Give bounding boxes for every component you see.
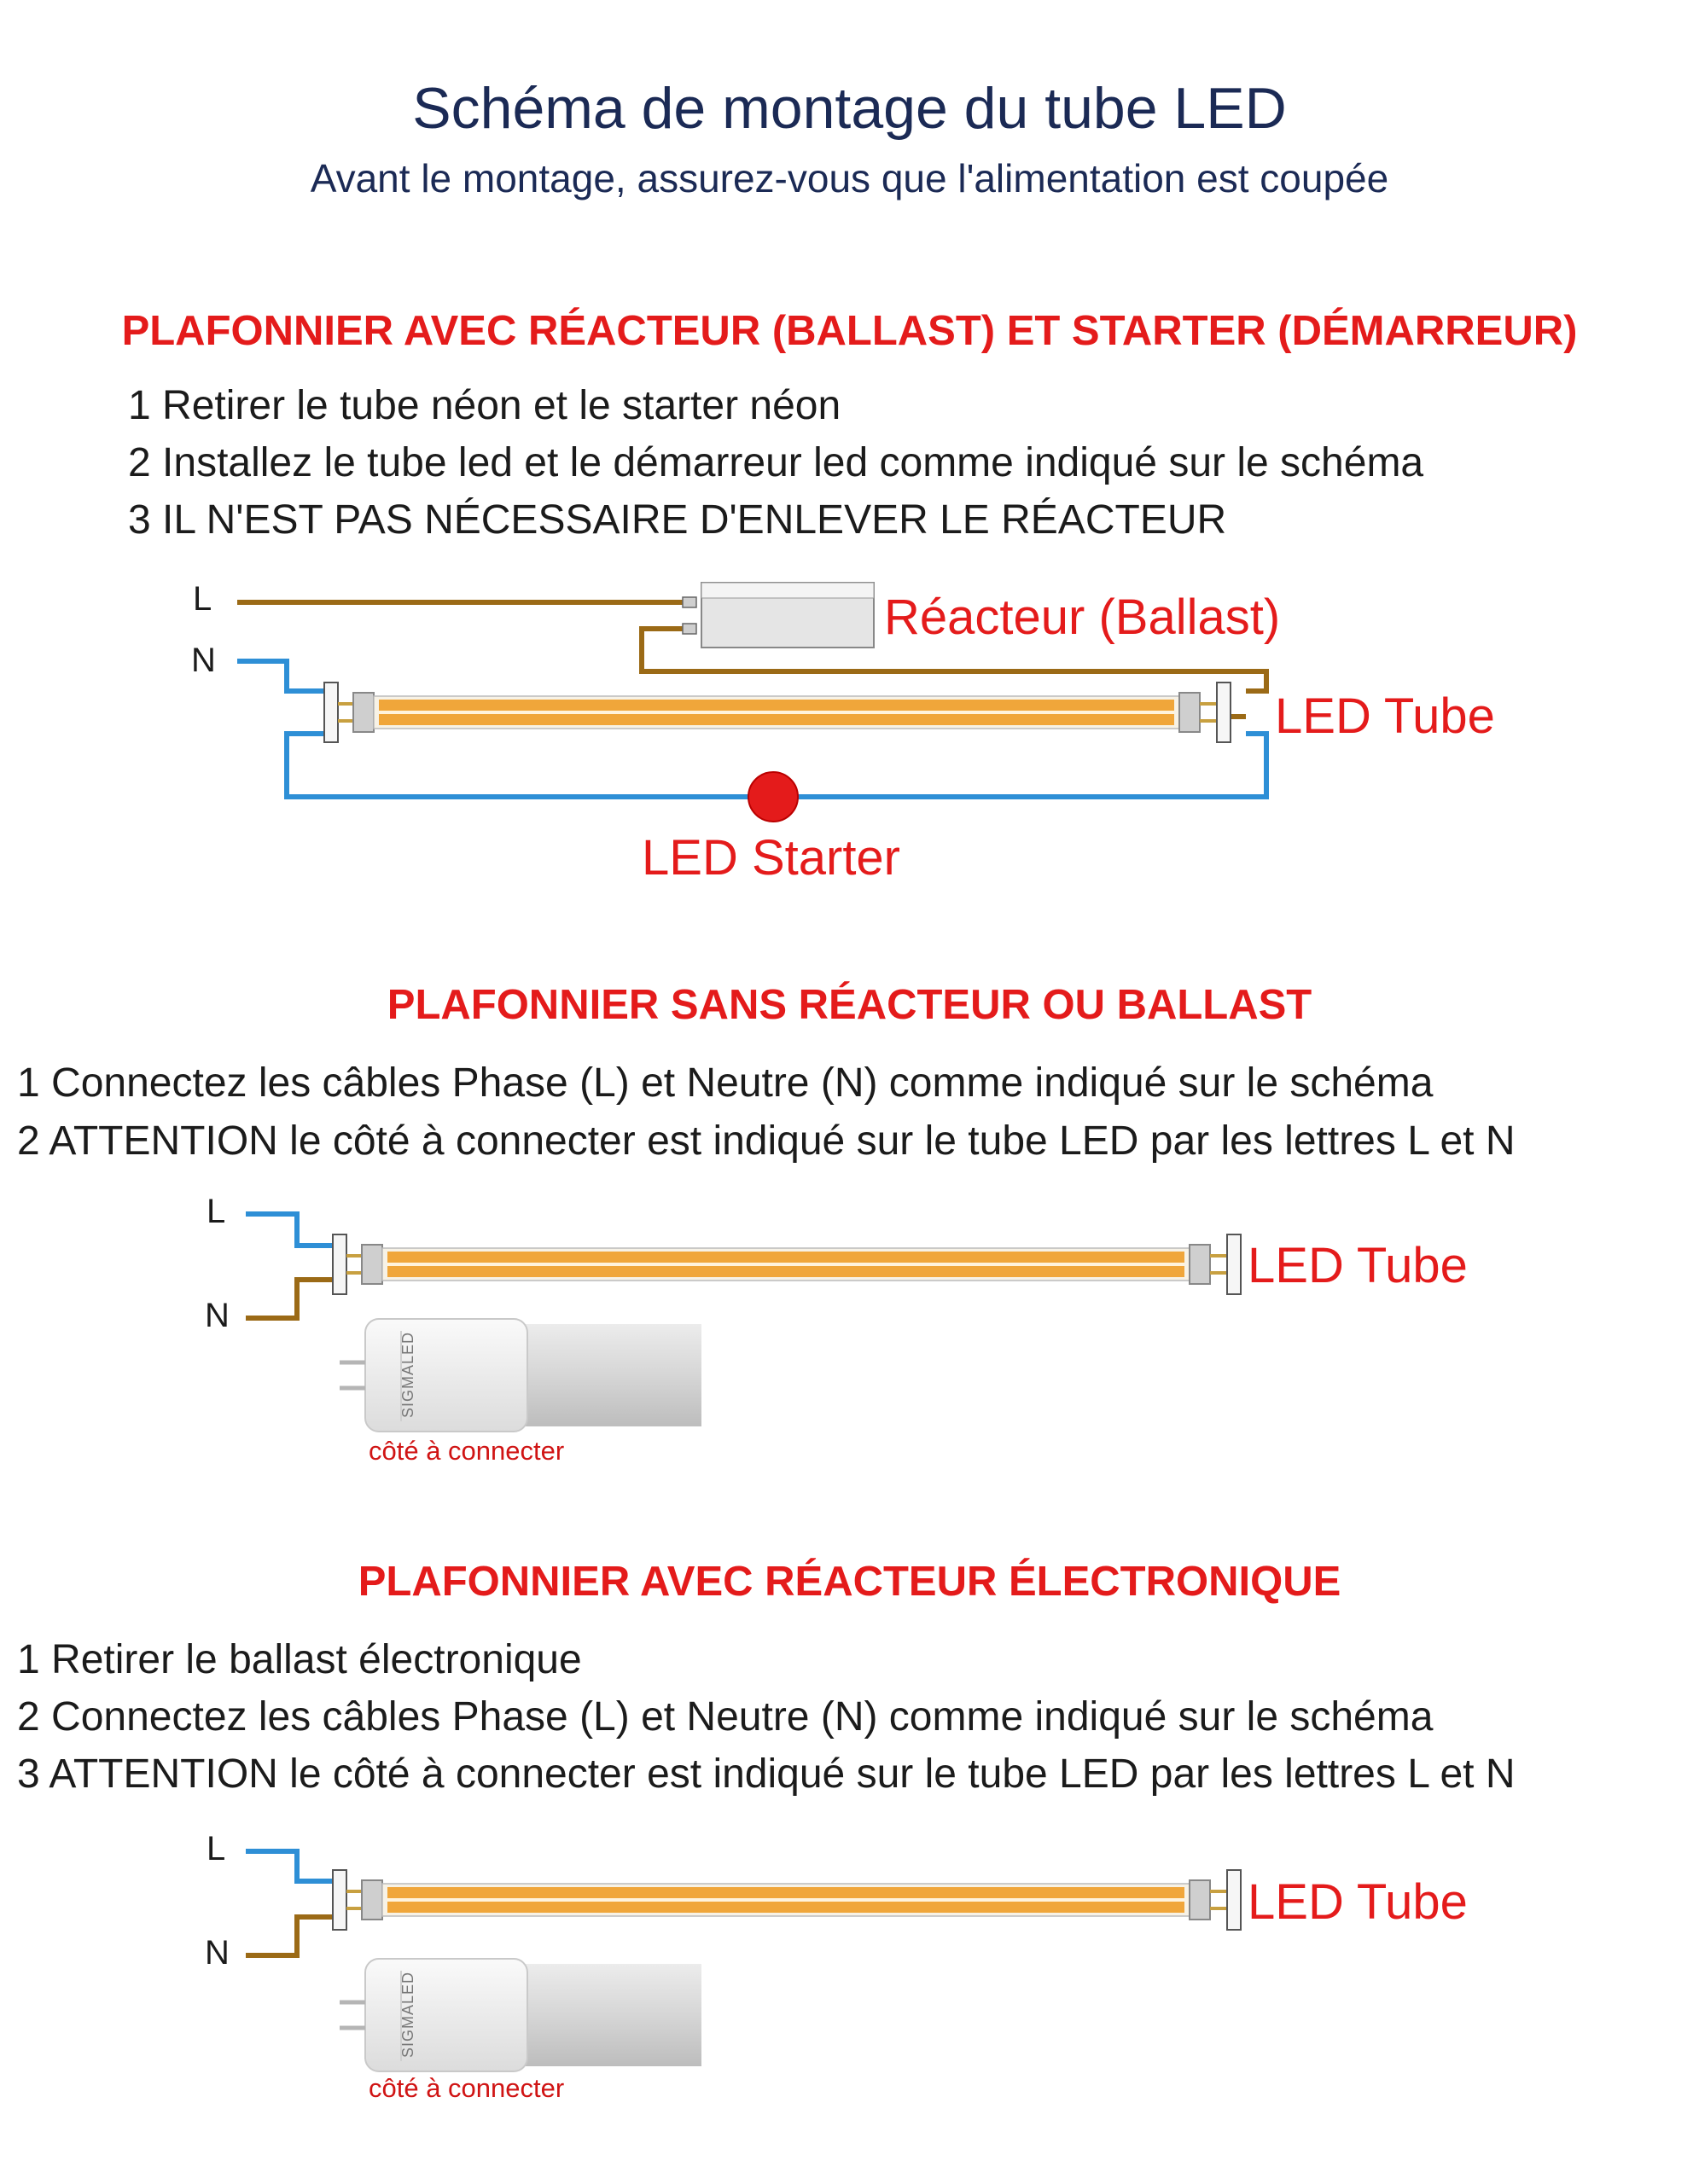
page-title: Schéma de montage du tube LED [412,76,1287,141]
tube-label: LED Tube [1275,688,1495,744]
phase-wire [246,1211,333,1248]
step-2: 2 Connectez les câbles Phase (L) et Neut… [17,1694,1434,1740]
ballast-output-wire [639,626,1269,694]
side-to-connect-label: côté à connecter [369,2073,565,2103]
neutral-wire [246,1277,333,1321]
ballast-box [682,582,875,648]
step-1: 1 Retirer le ballast électronique [17,1637,582,1682]
led-tube [332,1869,1242,1931]
tube-label: LED Tube [1248,1238,1468,1293]
tube-end-photo [340,1958,701,2072]
neutral-wire [246,1914,333,1958]
led-tube [332,1234,1242,1295]
step-1: 1 Connectez les câbles Phase (L) et Neut… [17,1060,1434,1106]
label-n: N [205,1297,230,1334]
step-3: 3 IL N'EST PAS NÉCESSAIRE D'ENLEVER LE R… [128,497,1227,543]
section-heading: PLAFONNIER AVEC RÉACTEUR ÉLECTRONIQUE [358,1559,1341,1605]
neutral-wire [237,659,324,694]
label-l: L [207,1193,226,1230]
label-l: L [207,1830,226,1867]
step-2: 2 ATTENTION le côté à connecter est indi… [17,1118,1516,1164]
tube-end-photo [340,1318,701,1432]
label-l: L [193,580,212,618]
product-brand-text: SIGMALED [399,1971,416,2058]
side-to-connect-label: côté à connecter [369,1436,565,1466]
step-3: 3 ATTENTION le côté à connecter est indi… [17,1751,1516,1797]
section-heading: PLAFONNIER AVEC RÉACTEUR (BALLAST) ET ST… [121,308,1578,354]
led-tube [323,682,1231,743]
tube-label: LED Tube [1248,1874,1468,1930]
section-heading: PLAFONNIER SANS RÉACTEUR OU BALLAST [387,982,1312,1028]
page-subtitle: Avant le montage, assurez-vous que l'ali… [310,156,1389,200]
led-starter-dot [748,771,799,822]
phase-wire [246,1849,333,1884]
step-2: 2 Installez le tube led et le démarreur … [128,440,1424,485]
ballast-label: Réacteur (Ballast) [884,590,1281,645]
step-1: 1 Retirer le tube néon et le starter néo… [128,383,841,428]
label-n: N [205,1934,230,1972]
starter-label: LED Starter [642,830,900,886]
label-n: N [191,642,216,679]
